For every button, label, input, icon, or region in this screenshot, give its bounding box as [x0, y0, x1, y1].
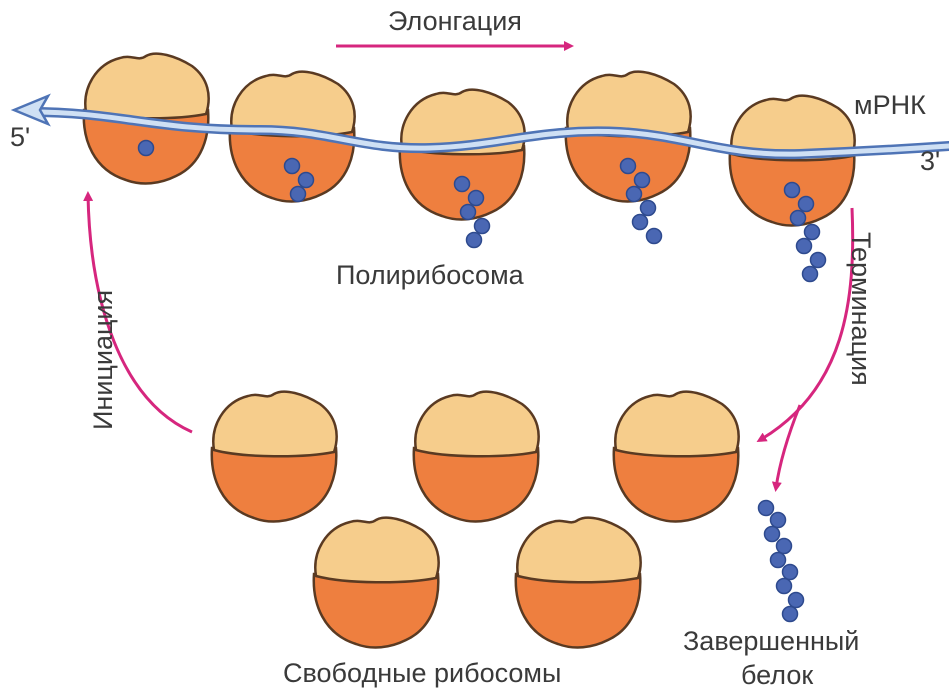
small-subunit — [567, 72, 690, 137]
completed-protein-chain — [759, 501, 804, 622]
amino-acid-bead — [299, 173, 314, 188]
small-subunit — [517, 518, 640, 583]
amino-acid-bead — [803, 267, 818, 282]
peptide-chain — [139, 141, 154, 156]
amino-acid-bead — [621, 159, 636, 174]
completed-protein-label-line1: Завершенный — [683, 628, 859, 655]
amino-acid-bead — [647, 229, 662, 244]
protein-release-arrow — [776, 405, 800, 488]
completed-protein-label-line2: белок — [741, 662, 813, 689]
amino-acid-bead — [783, 565, 798, 580]
small-subunit — [615, 392, 738, 457]
amino-acid-bead — [785, 183, 800, 198]
free-ribosome — [516, 518, 641, 648]
large-subunit — [212, 448, 337, 521]
free-ribosomes-label: Свободные рибосомы — [283, 660, 561, 687]
amino-acid-bead — [759, 501, 774, 516]
amino-acid-bead — [811, 253, 826, 268]
small-subunit — [85, 54, 208, 119]
amino-acid-bead — [635, 173, 650, 188]
amino-acid-bead — [783, 607, 798, 622]
free-ribosomes — [212, 392, 739, 648]
amino-acid-bead — [771, 513, 786, 528]
mrna-label: мРНК — [854, 92, 926, 119]
polysome-ribosome — [400, 90, 525, 220]
amino-acid-bead — [805, 225, 820, 240]
amino-acid-bead — [475, 219, 490, 234]
large-subunit — [314, 574, 439, 647]
small-subunit — [213, 392, 336, 457]
amino-acid-bead — [765, 527, 780, 542]
amino-acid-bead — [777, 579, 792, 594]
free-ribosome — [212, 392, 337, 522]
amino-acid-bead — [777, 539, 792, 554]
elongation-label: Элонгация — [388, 8, 522, 35]
large-subunit — [614, 448, 739, 521]
five-prime-label: 5' — [10, 124, 30, 151]
amino-acid-bead — [455, 177, 470, 192]
small-subunit — [315, 518, 438, 583]
amino-acid-bead — [467, 233, 482, 248]
amino-acid-bead — [627, 187, 642, 202]
amino-acid-bead — [771, 553, 786, 568]
free-ribosome — [414, 392, 539, 522]
initiation-label: Инициация — [88, 250, 119, 430]
amino-acid-bead — [633, 215, 648, 230]
amino-acid-bead — [285, 159, 300, 174]
amino-acid-bead — [799, 197, 814, 212]
amino-acid-bead — [461, 205, 476, 220]
amino-acid-bead — [291, 187, 306, 202]
small-subunit — [415, 392, 538, 457]
large-subunit — [414, 448, 539, 521]
three-prime-label: 3' — [920, 148, 940, 175]
amino-acid-bead — [641, 201, 656, 216]
amino-acid-bead — [469, 191, 484, 206]
polysome-ribosome — [730, 96, 855, 226]
amino-acid-bead — [797, 239, 812, 254]
polyribosome-label: Полирибосома — [336, 262, 524, 289]
amino-acid-bead — [789, 593, 804, 608]
large-subunit — [516, 574, 641, 647]
completed-protein — [759, 501, 804, 622]
free-ribosome — [314, 518, 439, 648]
termination-label: Терминация — [845, 232, 876, 386]
amino-acid-bead — [139, 141, 154, 156]
amino-acid-bead — [791, 211, 806, 226]
free-ribosome — [614, 392, 739, 522]
